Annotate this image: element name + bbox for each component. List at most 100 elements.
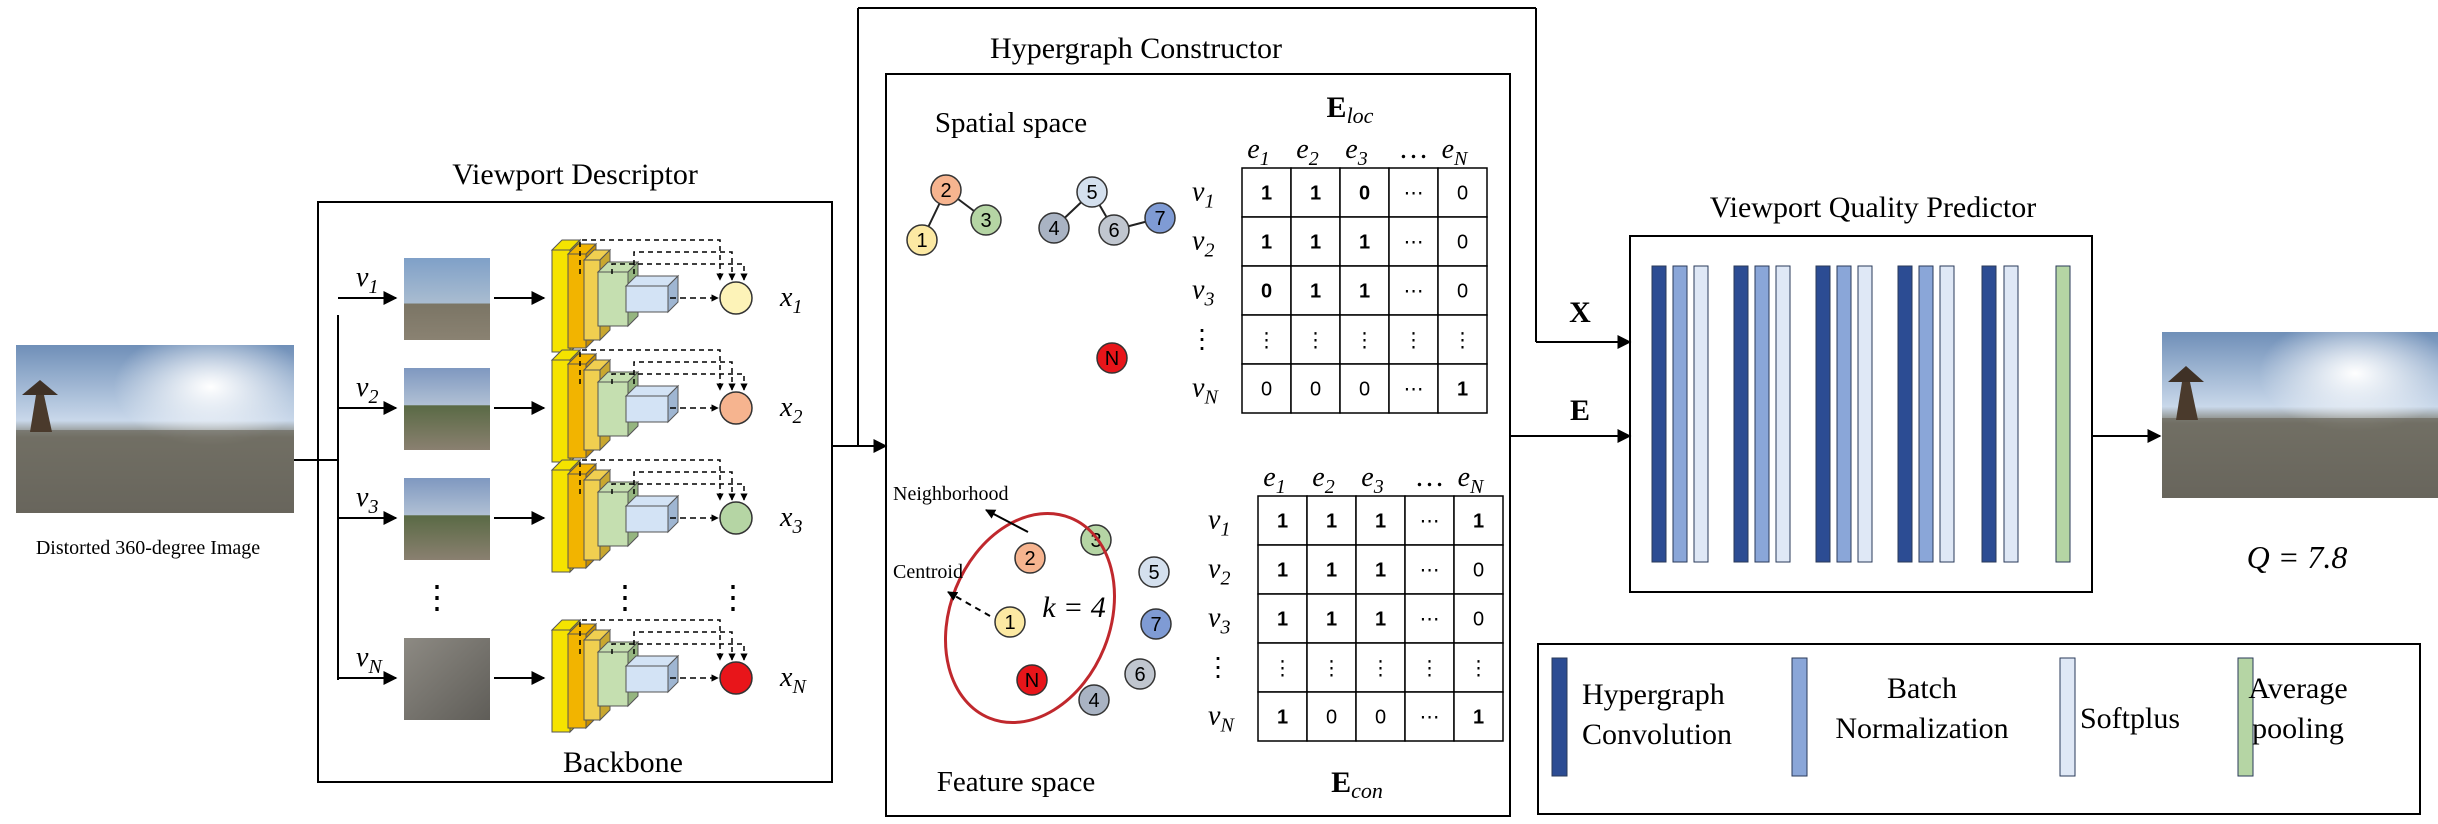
- matrix-cell: [1257, 593, 1308, 644]
- backbone-layer: [597, 381, 629, 437]
- matrix-cell: [1306, 495, 1357, 546]
- hypergraph-constructor-title: Hypergraph Constructor: [990, 32, 1282, 65]
- matrix-row-head: v3: [1208, 603, 1230, 639]
- matrix-cell: [1437, 363, 1488, 414]
- matrix-cell-value: 1: [1375, 609, 1386, 631]
- legend-label: Hypergraph: [1582, 678, 1725, 711]
- viewport-thumbnail: [404, 478, 490, 560]
- hyperedge-ellipse: [944, 511, 1116, 725]
- feature-graph-node: [1138, 556, 1170, 588]
- matrix-cell: [1290, 167, 1341, 218]
- feature-graph-node-label: 1: [1004, 612, 1015, 634]
- matrix-row-head: vN: [1192, 373, 1219, 409]
- feature-graph-node-label: 4: [1088, 690, 1099, 712]
- skip-connection: [611, 643, 748, 661]
- matrix-cell-value: 1: [1310, 232, 1321, 254]
- matrix-cell-value: 0: [1457, 232, 1468, 254]
- spatial-node: [930, 174, 962, 206]
- matrix-cell: [1257, 642, 1308, 693]
- matrix-cell-value: ⋮: [1322, 658, 1342, 680]
- matrix-cell: [1339, 167, 1390, 218]
- backbone-layer: [567, 363, 587, 459]
- skip-connection: [633, 631, 736, 661]
- predictor-layer: [1981, 265, 1997, 563]
- matrix-cell-value: 0: [1473, 609, 1484, 631]
- spatial-node-label: 3: [980, 210, 991, 232]
- spatial-node: [1076, 176, 1108, 208]
- matrix-cell-value: ⋯: [1420, 511, 1440, 533]
- predictor-layer: [2055, 265, 2071, 563]
- matrix-cell-value: ⋮: [1469, 658, 1489, 680]
- matrix-column-head: e3: [1361, 462, 1383, 498]
- matrix-cell: [1453, 593, 1504, 644]
- matrix-cell: [1404, 544, 1455, 595]
- matrix-row-head: v1: [1208, 505, 1230, 541]
- viewport-label: v1: [356, 262, 378, 298]
- neighborhood-arrow: [985, 509, 1029, 533]
- matrix-cell-value: 1: [1473, 707, 1484, 729]
- viewport-label: vN: [356, 642, 383, 678]
- predictor-layer: [1733, 265, 1749, 563]
- matrix-row-head: vN: [1208, 701, 1235, 737]
- predictor-layer: [1918, 265, 1934, 563]
- feature-graph-node: [1016, 664, 1048, 696]
- predictor-layer: [1754, 265, 1770, 563]
- feature-ellipsis: ⋮: [717, 579, 749, 615]
- skip-connection: [579, 239, 724, 281]
- matrix-row-head: ⋮: [1189, 325, 1215, 354]
- spatial-node: [1144, 202, 1176, 234]
- backbone-ellipsis: ⋮: [609, 579, 641, 615]
- matrix-cell-value: 1: [1359, 232, 1370, 254]
- matrix-cell: [1339, 216, 1390, 267]
- skip-connection: [633, 361, 736, 391]
- matrix-cell: [1388, 216, 1439, 267]
- legend-label: Batch: [1887, 672, 1957, 705]
- matrix-cell: [1404, 691, 1455, 742]
- matrix-cell: [1453, 642, 1504, 693]
- matrix-cell: [1388, 363, 1439, 414]
- viewport-descriptor-box: [317, 201, 833, 783]
- backbone-layer: [625, 285, 669, 313]
- backbone-layer: [567, 253, 587, 349]
- viewport-label: v3: [356, 482, 378, 518]
- matrix-cell: [1290, 314, 1341, 365]
- predictor-layer: [1836, 265, 1852, 563]
- matrix-cell-value: ⋮: [1257, 330, 1277, 352]
- feature-graph-node-label: 5: [1148, 562, 1159, 584]
- feature-graph-node: [1078, 684, 1110, 716]
- feature-graph-node: [1014, 542, 1046, 574]
- matrix-cell-value: ⋮: [1306, 330, 1326, 352]
- feature-node: [719, 281, 753, 315]
- matrix-cell-value: 1: [1375, 560, 1386, 582]
- arrow-x-label: X: [1569, 296, 1591, 329]
- predictor-layer: [1815, 265, 1831, 563]
- feature-node: [719, 391, 753, 425]
- viewport-split-connector: [294, 315, 339, 680]
- skip-connection: [579, 619, 724, 661]
- matrix-cell-value: ⋮: [1371, 658, 1391, 680]
- feature-graph-node-label: 3: [1090, 530, 1101, 552]
- matrix-cell-value: 1: [1326, 511, 1337, 533]
- matrix-row-head: v3: [1192, 275, 1214, 311]
- matrix-cell-value: ⋯: [1404, 281, 1424, 303]
- matrix-cell-value: 0: [1359, 183, 1370, 205]
- skip-connection: [633, 471, 736, 501]
- predictor-layer: [1672, 265, 1688, 563]
- feature-graph-node-label: 7: [1150, 614, 1161, 636]
- k-label: k = 4: [1042, 591, 1106, 624]
- matrix-cell: [1404, 495, 1455, 546]
- matrix-cell-value: 0: [1359, 379, 1370, 401]
- matrix-cell-value: ⋮: [1453, 330, 1473, 352]
- matrix-cell-value: ⋮: [1404, 330, 1424, 352]
- matrix-cell: [1257, 691, 1308, 742]
- input-caption: Distorted 360-degree Image: [36, 537, 260, 559]
- legend-label: Convolution: [1582, 718, 1732, 751]
- matrix-cell: [1290, 265, 1341, 316]
- matrix-cell: [1388, 167, 1439, 218]
- matrix-column-head: e2: [1296, 134, 1318, 170]
